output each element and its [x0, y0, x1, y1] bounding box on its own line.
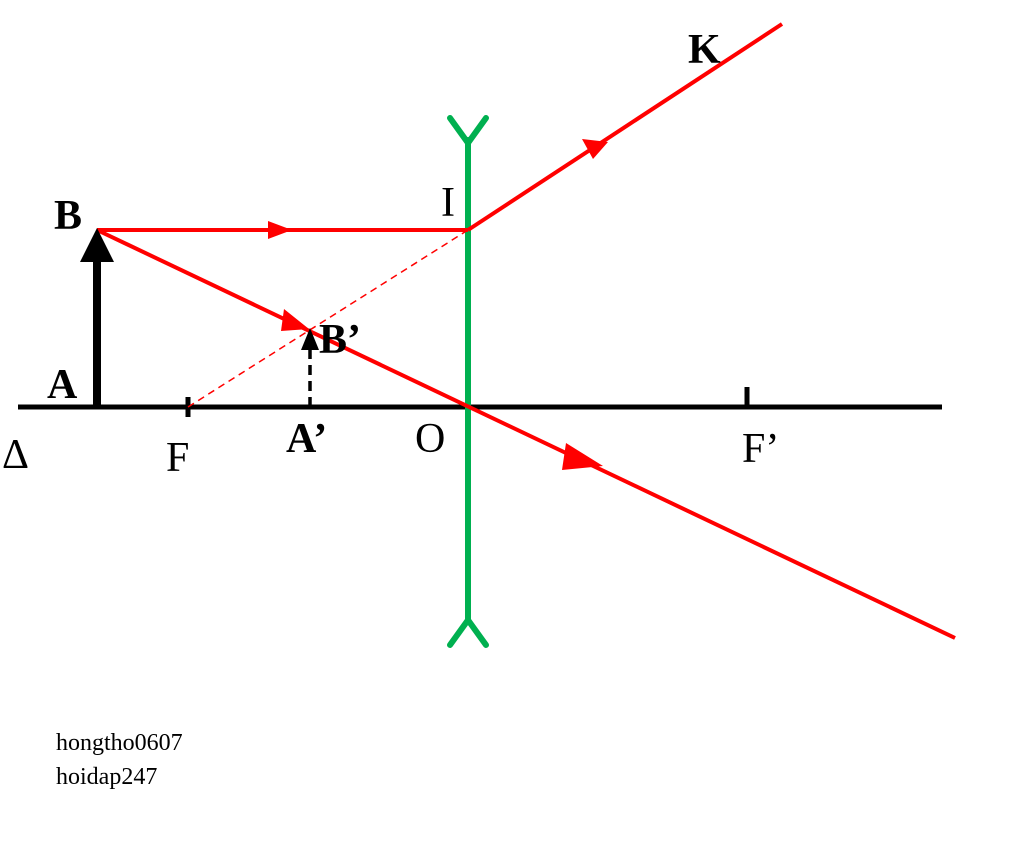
- diverging-lens: [447, 115, 489, 648]
- point-label-a: A: [47, 362, 78, 408]
- object-arrowhead: [80, 228, 114, 262]
- refracted-ray-ik: [466, 22, 784, 232]
- credits: hongtho0607 hoidap247: [56, 726, 183, 794]
- point-label-f: F: [166, 435, 189, 481]
- central-ray: [96, 228, 956, 640]
- virtual-ray-extension: [187, 229, 469, 408]
- credit-site: hoidap247: [56, 764, 158, 790]
- ray-direction-arrow: [562, 443, 603, 470]
- point-label-f-prime: F’: [742, 426, 779, 472]
- point-label-o: O: [415, 416, 445, 462]
- ray-direction-arrow: [582, 139, 608, 159]
- point-label-b-prime: B’: [319, 317, 361, 363]
- credit-author: hongtho0607: [56, 730, 183, 756]
- point-label-k: K: [688, 27, 721, 73]
- point-label-a-prime: A’: [286, 416, 327, 462]
- point-label-b: B: [54, 193, 82, 239]
- point-label-i: I: [441, 180, 455, 226]
- image-arrowhead: [301, 328, 319, 350]
- axis-label-delta: Δ: [2, 432, 29, 478]
- ray-direction-arrow: [281, 309, 309, 331]
- ray-direction-arrow: [268, 221, 292, 239]
